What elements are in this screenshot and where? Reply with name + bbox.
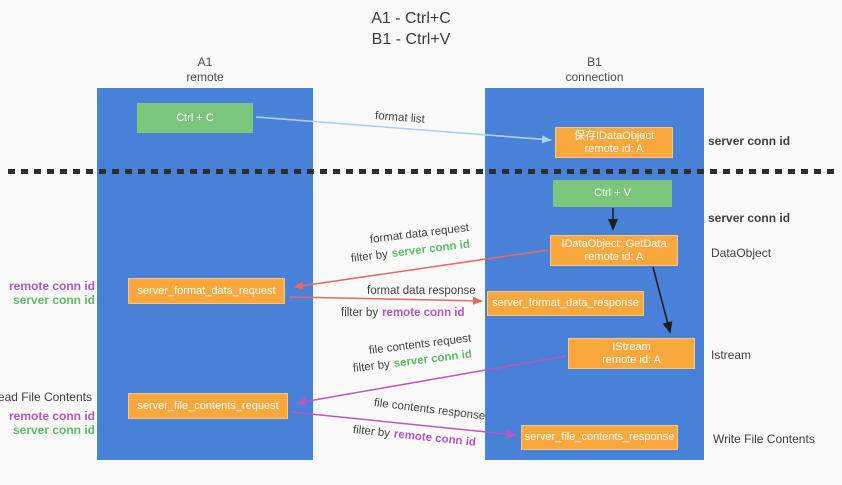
box-server-format-data-request: server_format_data_request (128, 278, 285, 304)
box-server-file-contents-request: server_file_contents_request (128, 393, 288, 419)
annotation-write-file-contents: Write File Contents (713, 432, 815, 446)
save-dataobject-line2: remote id: A (584, 142, 644, 155)
remote-conn-id-label: remote conn id (8, 409, 95, 423)
server-conn-id-label: server conn id (12, 423, 95, 437)
annotation-read-file-contents: Read File Contents (0, 390, 92, 404)
arrow-format-data-response (288, 296, 483, 305)
ctrl-c-label: Ctrl + C (176, 111, 214, 124)
box-idataobject-getdata: IDataObject::GetData remote id: A (550, 235, 678, 266)
box-ctrl-c: Ctrl + C (137, 103, 253, 133)
getdata-line2: remote id: A (584, 250, 644, 263)
filter-by-text: filter by (352, 358, 391, 375)
lane-header-b1: B1 connection (485, 55, 704, 85)
remote-conn-id-label: remote conn id (8, 279, 95, 293)
file-request-label: server_file_contents_request (137, 399, 279, 412)
istream-line1: IStream (612, 340, 651, 353)
annotation-istream: Istream (711, 348, 752, 362)
title-line-1: A1 - Ctrl+C (371, 10, 451, 27)
file-response-label: server_file_contents_response (524, 431, 675, 443)
filter-by-text: filter by (350, 248, 389, 265)
save-dataobject-line1: 保存IDataObject (573, 129, 655, 142)
diagram-title: A1 - Ctrl+C B1 - Ctrl+V (301, 8, 521, 50)
annotation-conn-ids-format: remote conn id server conn id (9, 279, 95, 307)
format-request-label: server_format_data_request (137, 284, 276, 297)
ctrl-v-label: Ctrl + V (594, 187, 631, 199)
annotation-server-conn-id-mid: server conn id (708, 211, 791, 225)
istream-line2: remote id: A (602, 353, 661, 366)
format-response-label: server_format_data_response (492, 297, 639, 309)
lane-a1-subtitle: remote (186, 70, 224, 84)
label-format-data-response: format data response (367, 285, 476, 297)
lane-b1-name: B1 (587, 55, 602, 69)
label-format-list: format list (374, 110, 426, 126)
box-istream: IStream remote id: A (568, 338, 695, 369)
annotation-conn-ids-file: remote conn id server conn id (9, 409, 95, 437)
box-ctrl-v: Ctrl + V (553, 180, 672, 207)
lane-header-a1: A1 remote (97, 55, 313, 85)
server-conn-id-label: server conn id (12, 293, 95, 307)
box-server-format-data-response: server_format_data_response (487, 291, 644, 316)
annotation-dataobject: DataObject (711, 246, 772, 260)
filter-by-text: filter by (341, 307, 379, 319)
lane-a1-name: A1 (197, 55, 213, 69)
lane-b1-subtitle: connection (565, 70, 624, 84)
getdata-line1: IDataObject::GetData (561, 237, 667, 250)
annotation-server-conn-id-top: server conn id (708, 134, 791, 148)
label-file-contents-response: file contents response (373, 397, 486, 423)
box-server-file-contents-response: server_file_contents_response (521, 425, 678, 450)
filter-by-text: filter by (352, 424, 391, 440)
title-line-2: B1 - Ctrl+V (371, 31, 451, 48)
box-save-dataobject: 保存IDataObject remote id: A (555, 127, 673, 158)
phase-separator-dotted-line (8, 169, 836, 174)
remote-conn-id-text: remote conn id (393, 428, 477, 449)
remote-conn-id-text: remote conn id (382, 307, 465, 319)
